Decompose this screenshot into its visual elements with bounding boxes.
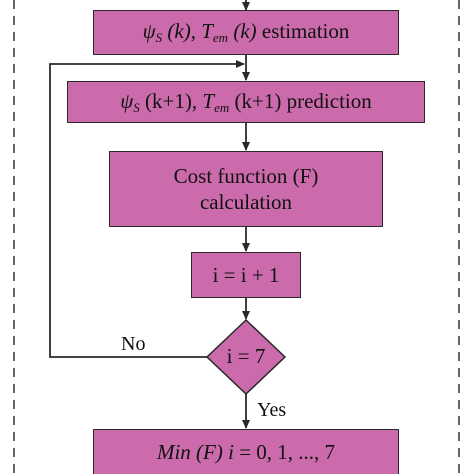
- psi-symbol: ψ: [120, 88, 134, 113]
- no-label: No: [121, 333, 146, 355]
- estimation-label: estimation: [256, 19, 350, 44]
- estimation-k-arg-2: (k): [228, 19, 257, 44]
- prediction-k-arg: (k+1),: [139, 88, 203, 113]
- decision-label: i = 7: [226, 344, 266, 368]
- torque-symbol: T: [202, 88, 215, 113]
- minimum-box: Min (F) i = 0, 1, ..., 7: [93, 429, 399, 474]
- psi-subscript: S: [155, 30, 163, 46]
- increment-label: i = i + 1: [212, 262, 280, 287]
- prediction-box: ψS (k+1), Tem (k+1) prediction: [67, 81, 425, 123]
- prediction-k-arg-2: (k+1): [229, 88, 282, 113]
- cost-line-1: Cost function (F): [173, 163, 319, 188]
- minimum-range-text: = 0, 1, ..., 7: [233, 439, 336, 464]
- psi-subscript: S: [133, 99, 140, 115]
- feedback-loop-line: [49, 60, 245, 358]
- yes-label: Yes: [257, 399, 287, 421]
- prediction-label: prediction: [281, 88, 372, 113]
- torque-symbol: T: [201, 19, 213, 44]
- cost-line-2: calculation: [199, 190, 293, 214]
- increment-box: i = i + 1: [191, 252, 301, 298]
- estimation-box: ψS (k), Tem (k) estimation: [93, 10, 399, 55]
- torque-subscript: em: [212, 30, 229, 46]
- torque-subscript: em: [214, 99, 230, 115]
- estimation-k-arg: (k),: [162, 19, 202, 44]
- cost-function-box: Cost function (F) calculation: [109, 151, 383, 227]
- minimum-min-text: Min (F) i: [156, 439, 234, 464]
- psi-symbol: ψ: [142, 19, 156, 44]
